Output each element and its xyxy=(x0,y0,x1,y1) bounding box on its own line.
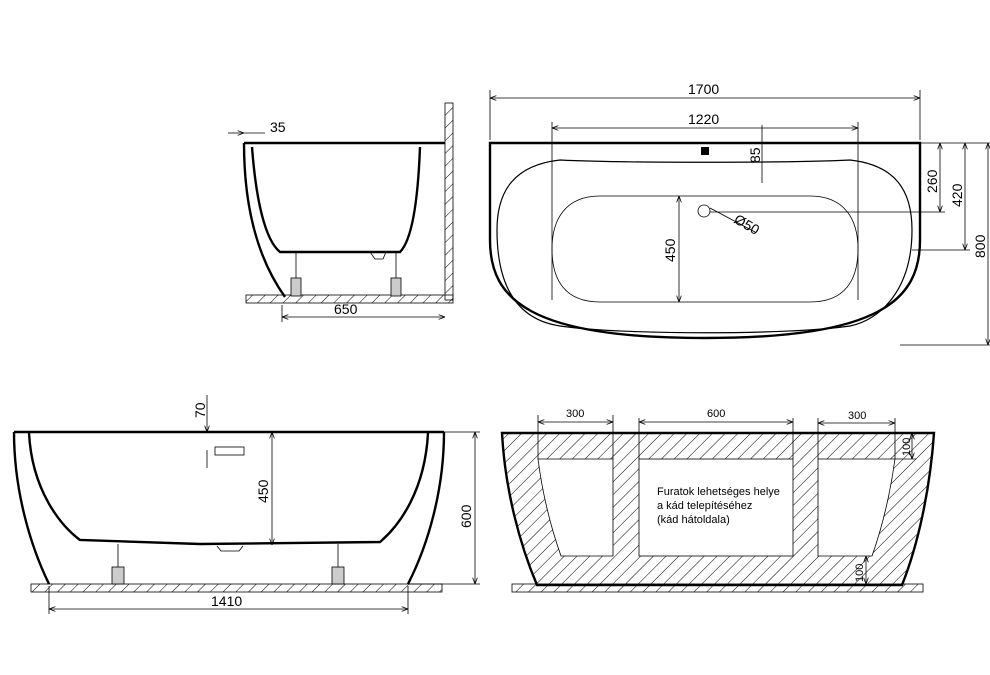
dim-drain-260: 260 xyxy=(924,169,940,193)
note-line-2: a kád telepítéséhez xyxy=(657,500,752,512)
note-line-3: (kád hátoldala) xyxy=(657,514,730,526)
dim-drain-diameter: Ø50 xyxy=(732,211,763,238)
dim-right-opening-300: 300 xyxy=(848,410,866,422)
dim-center-opening-600: 600 xyxy=(707,408,725,420)
dim-base-1410: 1410 xyxy=(211,593,242,609)
side-view-long: 70 450 600 1410 xyxy=(12,395,480,614)
dim-half-width-420: 420 xyxy=(949,183,965,207)
dim-inner-width-450: 450 xyxy=(662,238,678,262)
dim-left-opening-300: 300 xyxy=(566,408,584,420)
dim-overflow-85: 85 xyxy=(747,147,763,163)
dim-inner-depth-450: 450 xyxy=(255,479,271,503)
dim-inner-length-1220: 1220 xyxy=(688,111,719,127)
dim-width-800: 800 xyxy=(972,234,988,258)
back-view: Furatok lehetséges helye a kád telepítés… xyxy=(500,408,936,593)
side-view-short: 35 650 xyxy=(228,102,454,322)
dim-bottom-margin-100: 100 xyxy=(854,564,866,582)
dim-overflow-70: 70 xyxy=(192,402,208,418)
top-view: Ø50 1700 1220 85 450 260 420 800 xyxy=(488,81,990,346)
dim-length-1700: 1700 xyxy=(688,81,719,97)
note-line-1: Furatok lehetséges helye xyxy=(657,486,780,498)
dim-top-margin-100: 100 xyxy=(901,438,913,456)
dim-rim-35: 35 xyxy=(270,119,286,135)
dim-height-600: 600 xyxy=(458,504,474,528)
dim-depth-650: 650 xyxy=(334,301,358,317)
